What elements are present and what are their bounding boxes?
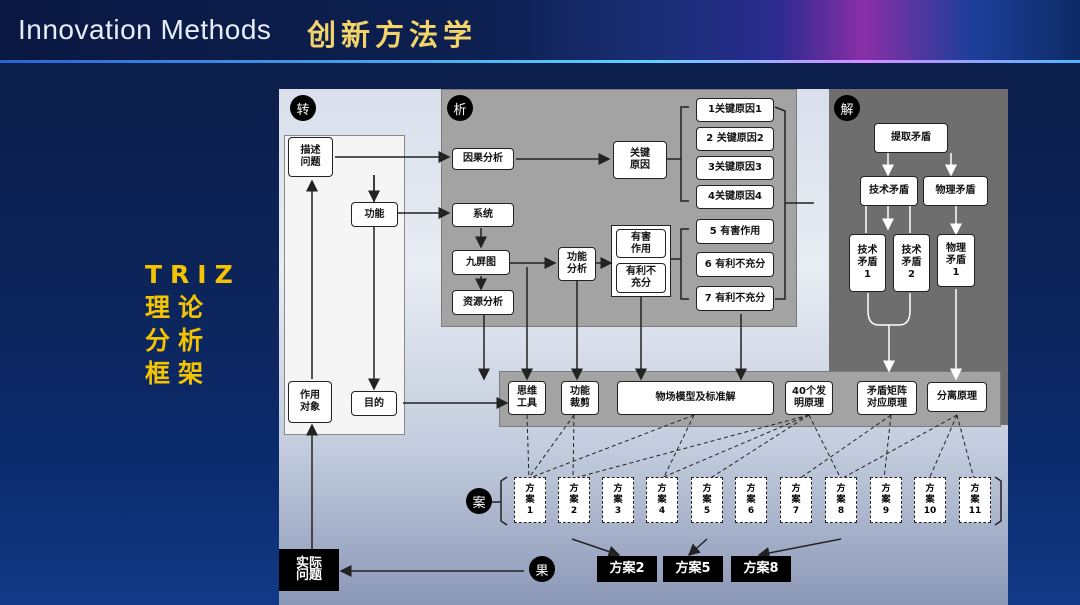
solution-2: 方 案 2 xyxy=(558,477,590,523)
header-title-en: Innovation Methods xyxy=(18,14,272,45)
solution-1: 方 案 1 xyxy=(514,477,546,523)
function-node: 功能 xyxy=(351,202,398,227)
action-object-node: 作用 对象 xyxy=(288,381,332,423)
xi-label: 析 xyxy=(447,95,473,121)
key-cause-1-node: 1关键原因1 xyxy=(696,98,774,122)
header-divider xyxy=(0,60,1080,63)
function-analysis-node: 功能 分析 xyxy=(558,247,596,281)
key-cause-node: 关键 原因 xyxy=(613,141,667,179)
solution-10: 方 案 10 xyxy=(914,477,946,523)
harmful-effect-node: 有害 作用 xyxy=(616,229,666,258)
actual-problem-node: 实际 问题 xyxy=(279,549,339,591)
side-title-line3: 分析 xyxy=(145,326,212,355)
tech-contradiction-1-node: 技术 矛盾 1 xyxy=(849,234,886,292)
technical-contradiction-node: 技术矛盾 xyxy=(860,176,918,206)
forty-principles-node: 40个发 明原理 xyxy=(785,381,833,415)
physical-contradiction-node: 物理矛盾 xyxy=(923,176,988,206)
side-title-line4: 框架 xyxy=(145,359,212,388)
key-cause-4-node: 4关键原因4 xyxy=(696,185,774,209)
triz-diagram: 转 析 解 案 果 描述 问题 功能 目的 作用 对象 因果分析 系统 九屏图 … xyxy=(279,89,1008,605)
purpose-node: 目的 xyxy=(351,391,397,416)
function-trimming-node: 功能 裁剪 xyxy=(561,381,599,415)
phys-contradiction-1-node: 物理 矛盾 1 xyxy=(937,234,975,287)
an-label: 案 xyxy=(466,488,492,514)
key-cause-3-node: 3关键原因3 xyxy=(696,156,774,180)
harmful-5-node: 5 有害作用 xyxy=(696,219,774,244)
key-cause-2-node: 2 关键原因2 xyxy=(696,127,774,151)
result-solution-2: 方案2 xyxy=(597,556,657,582)
solution-3: 方 案 3 xyxy=(602,477,634,523)
separation-principle-node: 分离原理 xyxy=(927,382,987,412)
contradiction-matrix-node: 矛盾矩阵 对应原理 xyxy=(857,381,917,415)
result-solution-5: 方案5 xyxy=(663,556,723,582)
result-solution-8: 方案8 xyxy=(731,556,791,582)
nine-screen-node: 九屏图 xyxy=(452,250,510,275)
side-title: TRIZ 理论 分析 框架 xyxy=(145,258,241,390)
thinking-tools-node: 思维 工具 xyxy=(508,381,546,415)
header-title-cn: 创新方法学 xyxy=(307,18,478,52)
system-node: 系统 xyxy=(452,203,514,227)
solution-5: 方 案 5 xyxy=(691,477,723,523)
zhuan-label: 转 xyxy=(290,95,316,121)
solution-9: 方 案 9 xyxy=(870,477,902,523)
side-title-line1: TRIZ xyxy=(145,260,241,289)
insufficient-7-node: 7 有利不充分 xyxy=(696,286,774,311)
causal-analysis-node: 因果分析 xyxy=(452,148,514,170)
jie-label: 解 xyxy=(834,95,860,121)
describe-problem-node: 描述 问题 xyxy=(288,137,333,177)
side-title-line2: 理论 xyxy=(145,293,212,322)
solution-6: 方 案 6 xyxy=(735,477,767,523)
solution-11: 方 案 11 xyxy=(959,477,991,523)
header-banner: Innovation Methods 创新方法学 xyxy=(0,0,1080,63)
tech-contradiction-2-node: 技术 矛盾 2 xyxy=(893,234,930,292)
resource-analysis-node: 资源分析 xyxy=(452,290,514,315)
extract-contradiction-node: 提取矛盾 xyxy=(874,123,948,153)
solution-4: 方 案 4 xyxy=(646,477,678,523)
insufficient-6-node: 6 有利不充分 xyxy=(696,252,774,277)
guo-label: 果 xyxy=(529,556,555,582)
solution-7: 方 案 7 xyxy=(780,477,812,523)
useful-insufficient-node: 有利不 充分 xyxy=(616,263,666,293)
solution-8: 方 案 8 xyxy=(825,477,857,523)
substance-field-node: 物场模型及标准解 xyxy=(617,381,774,415)
connector-lines xyxy=(306,106,1002,577)
